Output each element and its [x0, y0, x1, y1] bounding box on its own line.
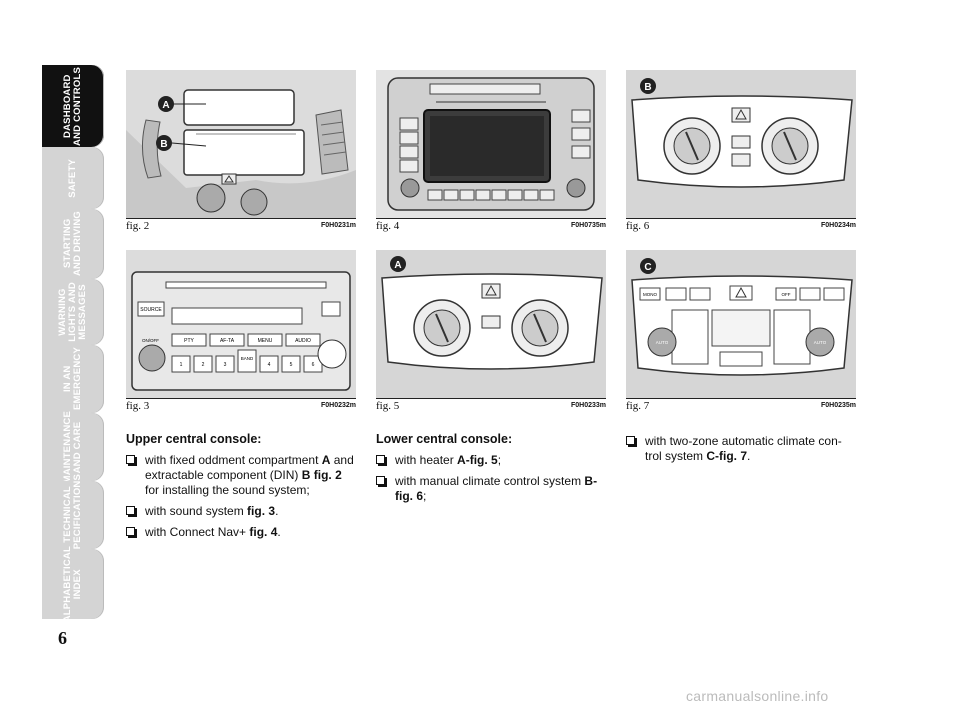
column-climate: with two-zone automatic climate con-trol…: [626, 434, 858, 470]
fig3-illustration: SOURCE ON/OFF PTY AF-TA MENU AUDIO BAND …: [126, 250, 356, 398]
fig6-caption: fig. 6: [626, 220, 650, 232]
afta-label: AF-TA: [220, 338, 235, 344]
list-item: with sound system fig. 3.: [126, 504, 358, 519]
figure-7: MONO OFF AUTO AUTO C fig. 7 F0H0235m: [626, 250, 856, 414]
fig2-caption: fig. 2: [126, 220, 150, 232]
callout-b: B: [160, 139, 167, 150]
callout-c: C: [644, 262, 651, 273]
lower-console-heading: Lower central console:: [376, 432, 513, 446]
page-number: 6: [58, 628, 67, 648]
list-item: with two-zone automatic climate con-trol…: [626, 434, 858, 464]
source-label: SOURCE: [140, 307, 162, 313]
fig4-caption: fig. 4: [376, 220, 400, 232]
figure-6: B fig. 6 F0H0234m: [626, 70, 856, 234]
tab-dashboard-and-controls[interactable]: DASHBOARD AND CONTROLS: [42, 65, 104, 147]
checkbox-bullet-icon: [376, 476, 387, 487]
onoff-label: ON/OFF: [142, 338, 159, 343]
tab-safety[interactable]: SAFETY: [42, 147, 104, 209]
preset-2: 2: [202, 362, 205, 368]
checkbox-bullet-icon: [126, 455, 137, 466]
callout-a: A: [162, 100, 169, 111]
fig5-illustration: A: [376, 250, 606, 398]
figure-3: SOURCE ON/OFF PTY AF-TA MENU AUDIO BAND …: [126, 250, 356, 414]
checkbox-bullet-icon: [126, 506, 137, 517]
fig7-illustration: MONO OFF AUTO AUTO C: [626, 250, 856, 398]
checkbox-bullet-icon: [626, 436, 637, 447]
mono-label: MONO: [643, 292, 657, 297]
figure-5: A fig. 5 F0H0233m: [376, 250, 606, 414]
list-item: with heater A-fig. 5;: [376, 453, 608, 468]
list-item: with fixed oddment compartment A and ext…: [126, 453, 358, 498]
callout-b: B: [644, 82, 651, 93]
fig5-code: F0H0233m: [570, 402, 606, 409]
list-item: with manual climate control system B-fig…: [376, 474, 608, 504]
checkbox-bullet-icon: [126, 527, 137, 538]
off-label: OFF: [782, 292, 791, 297]
upper-console-heading: Upper central console:: [126, 432, 262, 446]
figure-2: A B fig. 2 F0H0231m: [126, 70, 356, 234]
fig4-code: F0H0735m: [570, 222, 606, 229]
audio-label: AUDIO: [295, 338, 311, 344]
pty-label: PTY: [184, 338, 194, 344]
column-lower-console: Lower central console: with heater A-fig…: [376, 432, 608, 510]
tab-maintenance-and-care[interactable]: MAINTENANCE AND CARE: [42, 411, 104, 483]
column-upper-console: Upper central console: with fixed oddmen…: [126, 432, 358, 546]
fig3-code: F0H0232m: [320, 402, 356, 409]
tab-in-an-emergency[interactable]: IN AN EMERGENCY: [42, 345, 104, 413]
auto-right-label: AUTO: [814, 340, 827, 345]
fig6-code: F0H0234m: [820, 222, 856, 229]
callout-a: A: [394, 260, 401, 271]
preset-1: 1: [180, 362, 183, 368]
tab-warning-lights[interactable]: WARNING LIGHTS AND MESSAGES: [42, 279, 104, 345]
figure-4: fig. 4 F0H0735m: [376, 70, 606, 234]
tab-technical-specifications[interactable]: TECHNICAL SPECIFICATIONS: [42, 474, 104, 556]
auto-left-label: AUTO: [656, 340, 669, 345]
fig7-caption: fig. 7: [626, 400, 650, 412]
checkbox-bullet-icon: [376, 455, 387, 466]
tab-starting-and-driving[interactable]: STARTING AND DRIVING: [42, 209, 104, 279]
fig5-caption: fig. 5: [376, 400, 400, 412]
fig3-caption: fig. 3: [126, 400, 150, 412]
preset-4: 4: [268, 362, 271, 368]
menu-label: MENU: [258, 338, 273, 344]
band-label: BAND: [241, 356, 254, 361]
preset-5: 5: [290, 362, 293, 368]
watermark: carmanualsonline.info: [686, 688, 829, 704]
preset-6: 6: [312, 362, 315, 368]
tab-alphabetical-index[interactable]: ALPHABETICAL INDEX: [42, 546, 104, 622]
list-item: with Connect Nav+ fig. 4.: [126, 525, 358, 540]
preset-3: 3: [224, 362, 227, 368]
fig6-illustration: B: [626, 70, 856, 218]
fig7-code: F0H0235m: [820, 402, 856, 409]
fig2-code: F0H0231m: [320, 222, 356, 229]
fig2-illustration: A B: [126, 70, 356, 218]
fig4-illustration: [376, 70, 606, 218]
